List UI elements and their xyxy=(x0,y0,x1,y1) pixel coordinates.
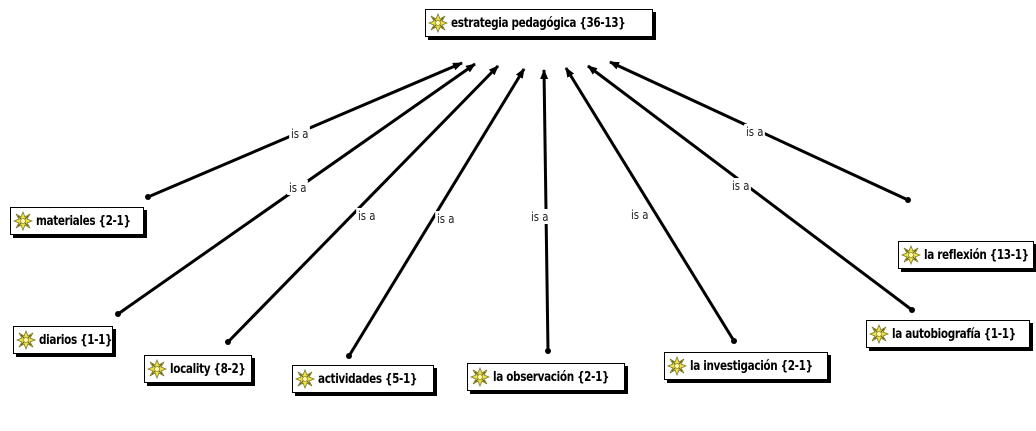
node-reflexion[interactable]: la reflexión {13-1} xyxy=(898,241,1034,269)
edge-layer xyxy=(115,60,915,359)
node-label: la reflexión {13-1} xyxy=(924,247,1029,263)
edge-origin-dot xyxy=(115,311,121,317)
node-label: la autobiografía {1-1} xyxy=(892,326,1016,342)
edge-label-actividades: is a xyxy=(435,211,457,226)
edge-label-investigacion: is a xyxy=(629,207,651,222)
edge-origin-dot xyxy=(346,353,352,359)
edge-origin-dot xyxy=(909,307,915,313)
edge-origin-dot xyxy=(225,339,231,345)
node-label: locality {8-2} xyxy=(170,361,246,377)
node-investigacion[interactable]: la investigación {2-1} xyxy=(664,352,828,380)
node-label: la observación {2-1} xyxy=(493,369,610,385)
edge-label-materiales: is a xyxy=(289,126,311,141)
node-estrategia[interactable]: estrategia pedagógica {36-13} xyxy=(425,9,653,37)
edge-label-locality: is a xyxy=(356,208,378,223)
node-label: actividades {5-1} xyxy=(318,371,418,387)
edge-investigacion xyxy=(564,67,736,342)
code-family-icon xyxy=(12,210,34,232)
edge-locality xyxy=(226,64,500,344)
code-family-icon xyxy=(900,244,922,266)
edge-label-autobiografia: is a xyxy=(730,178,752,193)
code-family-icon xyxy=(469,366,491,388)
edge-label-observacion: is a xyxy=(529,209,551,224)
node-materiales[interactable]: materiales {2-1} xyxy=(10,207,144,235)
code-family-icon xyxy=(146,358,168,380)
edge-label-reflexion: is a xyxy=(744,124,766,139)
node-label: diarios {1-1} xyxy=(39,332,113,348)
edge-origin-dot xyxy=(145,194,151,200)
code-family-icon xyxy=(666,355,688,377)
code-family-icon xyxy=(868,323,890,345)
node-autobiografia[interactable]: la autobiografía {1-1} xyxy=(866,320,1030,348)
node-label: materiales {2-1} xyxy=(36,213,131,229)
edge-origin-dot xyxy=(905,197,911,203)
node-actividades[interactable]: actividades {5-1} xyxy=(292,365,434,393)
code-family-icon xyxy=(427,12,449,34)
code-family-icon xyxy=(15,329,37,351)
node-observacion[interactable]: la observación {2-1} xyxy=(467,363,625,391)
code-family-icon xyxy=(294,368,316,390)
node-label: la investigación {2-1} xyxy=(690,358,813,374)
edge-label-diarios: is a xyxy=(287,180,309,195)
edge-origin-dot xyxy=(545,348,551,354)
node-diarios[interactable]: diarios {1-1} xyxy=(13,326,113,354)
edge-origin-dot xyxy=(731,338,737,344)
node-locality[interactable]: locality {8-2} xyxy=(144,355,252,383)
node-label: estrategia pedagógica {36-13} xyxy=(451,15,626,31)
